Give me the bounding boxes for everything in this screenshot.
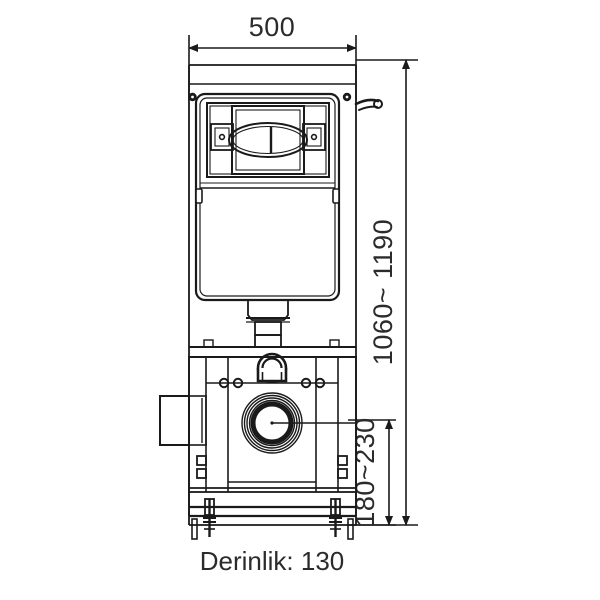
- waste-center-point: [270, 421, 274, 425]
- dimension-foot-height: 180~230: [348, 417, 396, 527]
- flush-button-oval-inner[interactable]: [232, 125, 304, 155]
- cistern-clip-right: [332, 188, 340, 204]
- depth-label: Derinlik: 130: [200, 546, 345, 576]
- inlet-mask: [258, 368, 286, 381]
- inlet-sleeve-inner: [261, 372, 283, 381]
- adjustable-foot-right: [329, 498, 354, 540]
- adjustable-foot-left: [191, 498, 216, 540]
- left-side-access-box: [159, 395, 207, 446]
- rail-bracket-right: [329, 339, 340, 348]
- pin-hole-left-1: [218, 377, 230, 389]
- dimension-label-foot-height: 180~230: [350, 417, 380, 526]
- anchor-screw-top-right-hole: [345, 95, 349, 99]
- outlet-cone: [247, 300, 289, 321]
- cistern-clip-left: [195, 188, 203, 204]
- foot-right-outer-leg: [347, 518, 354, 540]
- flush-plate-frame-outer: [206, 102, 330, 178]
- dimension-label-height: 1060~ 1190: [368, 219, 398, 365]
- rail-bracket-left: [203, 339, 214, 348]
- flush-button-oval-outer[interactable]: [228, 122, 308, 158]
- water-inlet-port: [256, 352, 288, 384]
- flush-plate-center-panel: [231, 105, 305, 175]
- bracket-left-upper: [196, 455, 207, 466]
- base-structure-and-feet: [188, 492, 357, 540]
- flush-plate-screw-left: [218, 133, 226, 141]
- side-hook-bracket: [354, 98, 383, 111]
- waste-outlet-90mm: [241, 392, 356, 454]
- pin-hole-right-1: [300, 377, 312, 389]
- side-adjust-brackets: [196, 455, 348, 479]
- anchor-screw-top-left-hole: [191, 95, 194, 99]
- foot-left-outer-leg: [191, 518, 198, 540]
- pin-hole-right-2: [314, 377, 326, 389]
- dual-flush-actuator-plate[interactable]: [206, 102, 330, 178]
- flush-plate-bracket-right: [302, 123, 326, 151]
- wall-anchor-screws-top: [188, 92, 352, 102]
- concealed-cistern-tank: [194, 92, 341, 302]
- flush-plate-center-panel-inner: [235, 109, 301, 171]
- bracket-right-upper: [337, 455, 348, 466]
- dimension-label-width: 500: [249, 12, 296, 42]
- toilet-mounting-pin-holes: [218, 377, 326, 389]
- bracket-left-lower: [196, 468, 207, 479]
- flush-plate-screw-right: [310, 133, 318, 141]
- bracket-right-lower: [337, 468, 348, 479]
- flush-plate-bracket-left: [210, 123, 234, 151]
- dimension-overall-height: 1060~ 1190: [356, 59, 418, 526]
- hook-eye: [373, 99, 383, 109]
- inlet-sleeve: [256, 368, 288, 383]
- side-box-flange: [188, 395, 207, 446]
- pin-hole-left-2: [232, 377, 244, 389]
